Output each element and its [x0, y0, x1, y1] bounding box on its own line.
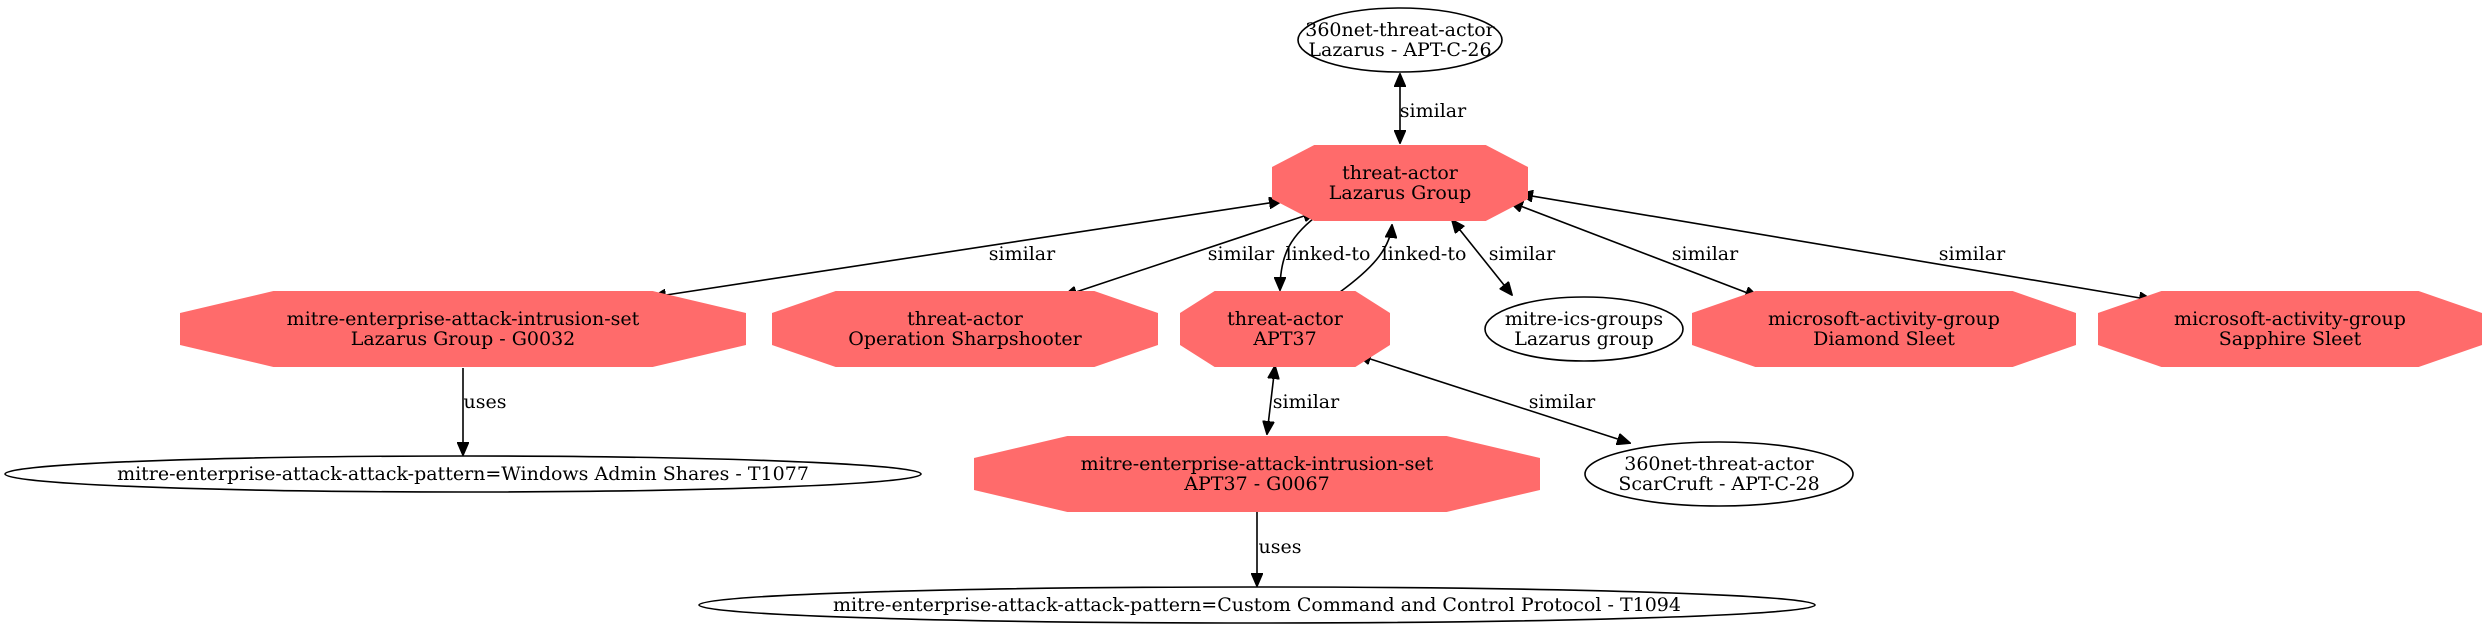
node-name-label: Lazarus group: [1514, 328, 1653, 350]
ellipse-node-shape: [1484, 296, 1684, 362]
node-name-label: Operation Sharpshooter: [848, 328, 1082, 350]
octagon-node-shape: [1272, 145, 1528, 221]
edge-lazarus_group-to-g0032: similar: [653, 201, 1282, 297]
node-g0032[interactable]: mitre-enterprise-attack-intrusion-setLaz…: [180, 291, 746, 367]
edge-line: [1358, 355, 1630, 443]
edge-label: similar: [1400, 100, 1467, 122]
edge-label: uses: [464, 391, 507, 413]
ellipse-node-shape: [1584, 441, 1854, 507]
edge-label: similar: [1939, 243, 2006, 265]
node-name-label: Lazarus Group: [1329, 182, 1472, 204]
edge-line: [1452, 220, 1512, 295]
node-g0067[interactable]: mitre-enterprise-attack-intrusion-setAPT…: [974, 436, 1540, 512]
node-name-label: ScarCruft - APT-C-28: [1618, 473, 1819, 495]
octagon-node-shape: [1180, 291, 1390, 367]
edge-line: [653, 201, 1282, 297]
edge-g0067-to-t1094: uses: [1257, 512, 1301, 586]
node-name-label: APT37: [1252, 328, 1316, 350]
edge-line: [1064, 212, 1316, 296]
node-type-label: 360net-threat-actor: [1624, 453, 1814, 475]
ellipse-node-shape: [698, 586, 1816, 624]
node-type-label: mitre-ics-groups: [1505, 308, 1663, 330]
octagon-node-shape: [974, 436, 1540, 512]
edge-lazarus_group-to-sharpshooter: similar: [1064, 212, 1316, 296]
edge-lazarus_group-to-sapphire_sleet: similar: [1520, 194, 2152, 300]
edge-n360_lazarus-to-lazarus_group: similar: [1400, 74, 1467, 143]
edge-lazarus_group-to-ics_lazarus: similar: [1452, 220, 1556, 295]
node-type-label: mitre-enterprise-attack-attack-pattern=C…: [833, 594, 1681, 616]
edge-label: similar: [1672, 243, 1739, 265]
edge-apt37-to-lazarus_group: linked-to: [1339, 225, 1467, 293]
node-type-label: 360net-threat-actor: [1305, 19, 1495, 41]
edge-line: [1267, 366, 1275, 434]
edge-label: similar: [1489, 243, 1556, 265]
edges-layer: similar similar similar linked-to linked-to s…: [463, 74, 2152, 586]
edge-label: similar: [1273, 391, 1340, 413]
edge-apt37-to-scarcruft: similar: [1358, 355, 1630, 443]
node-name-label: Lazarus Group - G0032: [351, 328, 576, 350]
node-type-label: mitre-enterprise-attack-intrusion-set: [1081, 453, 1434, 475]
node-type-label: threat-actor: [1227, 308, 1344, 330]
edge-apt37-to-g0067: similar: [1267, 366, 1340, 434]
edge-label: linked-to: [1382, 243, 1467, 265]
edge-label: similar: [1208, 243, 1275, 265]
node-name-label: Sapphire Sleet: [2219, 328, 2362, 350]
edge-line: [1520, 194, 2152, 300]
ellipse-node-shape: [4, 455, 922, 493]
octagon-node-shape: [772, 291, 1158, 367]
node-t1094[interactable]: mitre-enterprise-attack-attack-pattern=C…: [698, 586, 1816, 624]
node-name-label: Diamond Sleet: [1813, 328, 1955, 350]
node-t1077[interactable]: mitre-enterprise-attack-attack-pattern=W…: [4, 455, 922, 493]
octagon-node-shape: [180, 291, 746, 367]
edge-line: [1339, 225, 1392, 293]
node-name-label: Lazarus - APT-C-26: [1308, 39, 1491, 61]
edge-label: uses: [1259, 536, 1302, 558]
node-type-label: mitre-enterprise-attack-intrusion-set: [287, 308, 640, 330]
octagon-node-shape: [1692, 291, 2076, 367]
ellipse-node-shape: [1297, 7, 1503, 73]
octagon-node-shape: [2098, 291, 2482, 367]
node-type-label: microsoft-activity-group: [2174, 308, 2406, 330]
edge-label: similar: [989, 243, 1056, 265]
edge-g0032-to-t1077: uses: [463, 368, 506, 455]
edge-label: linked-to: [1286, 243, 1371, 265]
node-type-label: threat-actor: [1342, 162, 1459, 184]
node-type-label: mitre-enterprise-attack-attack-pattern=W…: [117, 463, 809, 485]
node-type-label: threat-actor: [907, 308, 1024, 330]
node-type-label: microsoft-activity-group: [1768, 308, 2000, 330]
edge-label: similar: [1529, 391, 1596, 413]
node-name-label: APT37 - G0067: [1183, 473, 1329, 495]
